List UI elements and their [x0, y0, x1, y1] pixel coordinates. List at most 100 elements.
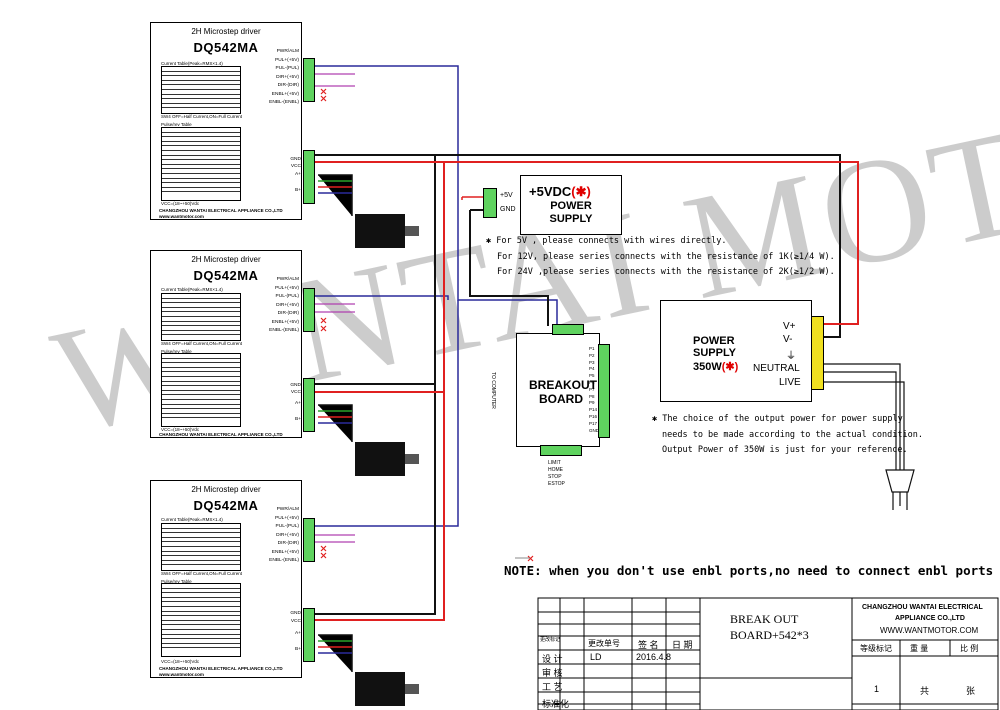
wire-pul-3 — [313, 300, 459, 527]
breakout-title2: BOARD — [539, 392, 583, 406]
col-date: 日 期 — [672, 640, 693, 650]
pin-dir-plus: DIR+(+5V) — [276, 303, 299, 308]
pin-dir-plus: DIR+(+5V) — [276, 75, 299, 80]
power-terminal-3 — [303, 608, 315, 662]
psu-350w-asterisk: (✱) — [721, 361, 739, 373]
pin-enbl-minus: ENBL-(ENBL) — [269, 100, 299, 105]
pin-pul-plus: PUL+(+5V) — [275, 516, 299, 521]
drawing-title1: BREAK OUT — [730, 612, 799, 626]
breakout-bottom-terminal — [540, 445, 582, 456]
signal-terminal-3 — [303, 518, 315, 562]
sheet-count: 1 — [874, 684, 880, 694]
row-review: 审 核 — [542, 668, 563, 678]
driver-model: DQ542MA — [193, 268, 259, 283]
note-350w-line2: needs to be made according to the actual… — [662, 430, 923, 440]
driver-3: 2H Microstep driver DQ542MA Current Tabl… — [150, 480, 302, 678]
row-standardization: 标准化 — [542, 699, 570, 709]
row-design: 设 计 — [542, 654, 563, 664]
pin-p6: P6 — [589, 379, 595, 385]
pin-pul-plus: PUL+(+5V) — [275, 58, 299, 63]
half-current-note: SW4 OFF=Half Current,ON=Full Current — [161, 341, 243, 346]
current-table — [161, 66, 241, 114]
website: www.wantmotor.com — [159, 214, 204, 219]
power-terminal-2 — [303, 378, 315, 432]
pin-a-plus: A+ — [294, 631, 301, 636]
pin-dir-minus: DIR-(DIR) — [277, 311, 299, 316]
manufacturer: CHANGZHOU WANTAI ELECTRICAL APPLIANCE CO… — [159, 666, 283, 671]
pin-b-plus: B+ — [294, 647, 301, 652]
pin-pul-minus: PUL-(PUL) — [275, 294, 299, 299]
pin-pwr-alm: PWR/ALM — [276, 507, 299, 512]
ratio-label: 比 例 — [960, 644, 979, 653]
current-table — [161, 293, 241, 341]
pin-p14: P14 — [589, 407, 598, 413]
current-table-title: Current Table(Peak=RMS×1.4) — [161, 517, 223, 522]
vcc-range: VCC=(18~+50)Vdc — [161, 201, 200, 206]
weight-label: 重 量 — [910, 644, 929, 653]
pulse-table-title: Pulse/rev Table — [161, 579, 192, 584]
pin-dir-plus: DIR+(+5V) — [276, 533, 299, 538]
pin-p9: P9 — [589, 400, 595, 406]
company-name1: CHANGZHOU WANTAI ELECTRICAL — [862, 604, 983, 611]
pulse-table-title: Pulse/rev Table — [161, 349, 192, 354]
label-estop: ESTOP — [548, 481, 565, 487]
psu-350w-power: 350W — [693, 361, 722, 373]
wire-pul-2 — [313, 295, 449, 300]
psu-350w-label2: SUPPLY — [693, 347, 737, 359]
psu-350w-rating: 350W(✱) — [693, 360, 738, 373]
pin-enbl-plus: ENBL+(+5V) — [271, 92, 299, 97]
stepper-motor-2 — [355, 442, 419, 476]
pulse-table-title: Pulse/rev Table — [161, 122, 192, 127]
drawing-title2: BOARD+542*3 — [730, 628, 809, 642]
label-home: HOME — [548, 467, 563, 473]
manufacturer: CHANGZHOU WANTAI ELECTRICAL APPLIANCE CO… — [159, 432, 283, 437]
pin-p8: P8 — [589, 393, 595, 399]
driver-subtitle: 2H Microstep driver — [191, 27, 261, 36]
psu-5vdc-voltage: +5VDC — [529, 184, 572, 199]
pin-gnd: GND — [290, 383, 301, 388]
pin-pwr-alm: PWR/ALM — [276, 277, 299, 282]
pin-enbl-plus: ENBL+(+5V) — [271, 550, 299, 555]
enbl-note: NOTE: when you don't use enbl ports,no n… — [504, 563, 994, 578]
pulse-table — [161, 353, 241, 427]
vcc-range: VCC=(18~+50)Vdc — [161, 427, 200, 432]
psu-5vdc: +5VDC(✱) POWER SUPPLY — [520, 175, 622, 235]
earth-icon: ⏚ — [786, 351, 796, 362]
breakout-right-pins: P1 P2 P3 P4 P5 P6 P7 P8 P9 P14 P16 P17 G… — [589, 346, 599, 434]
pin-p7: P7 — [589, 386, 595, 392]
pin-enbl-minus: ENBL-(ENBL) — [269, 558, 299, 563]
company-name2: APPLIANCE CO.,LTD — [895, 615, 965, 622]
pin-p5: P5 — [589, 373, 595, 379]
pulse-table — [161, 583, 241, 657]
company-website: WWW.WANTMOTOR.COM — [880, 626, 979, 635]
current-table-title: Current Table(Peak=RMS×1.4) — [161, 61, 223, 66]
pin-a-plus: A+ — [294, 401, 301, 406]
psu-5vdc-terminal — [483, 188, 497, 218]
pin-pul-minus: PUL-(PUL) — [275, 66, 299, 71]
pin-gnd: GND — [589, 427, 599, 433]
pin-p1: P1 — [589, 346, 595, 351]
driver-subtitle: 2H Microstep driver — [191, 255, 261, 264]
note-5v-line2: For 12V, please series connects with the… — [497, 252, 835, 262]
pin-b-plus: B+ — [294, 188, 301, 193]
half-current-note: SW4 OFF=Half Current,ON=Full Current — [161, 114, 243, 119]
pin-a-plus: A+ — [294, 172, 301, 177]
pin-p4: P4 — [589, 366, 595, 372]
breakout-board: BREAKOUT BOARD — [516, 333, 600, 447]
website: www.wantmotor.com — [159, 672, 204, 677]
design-date: 2016.4.8 — [636, 652, 672, 662]
pin-vcc: VCC — [290, 619, 301, 624]
pin-pwr-alm: PWR/ALM — [276, 49, 299, 54]
driver-2: 2H Microstep driver DQ542MA Current Tabl… — [150, 250, 302, 438]
breakout-to-computer: TO COMPUTER — [490, 372, 496, 409]
pin-vcc: VCC — [290, 390, 301, 395]
terminal-vminus: V- — [783, 334, 793, 345]
psu-5vdc-asterisk: (✱) — [571, 184, 591, 199]
designer-name: LD — [590, 652, 602, 662]
pin-dir-minus: DIR-(DIR) — [277, 83, 299, 88]
col-signature: 签 名 — [638, 640, 659, 650]
stepper-motor-3 — [355, 672, 419, 706]
current-table-title: Current Table(Peak=RMS×1.4) — [161, 287, 223, 292]
pin-dir-minus: DIR-(DIR) — [277, 541, 299, 546]
breakout-bottom-labels: LIMIT HOME STOP ESTOP — [548, 460, 565, 488]
